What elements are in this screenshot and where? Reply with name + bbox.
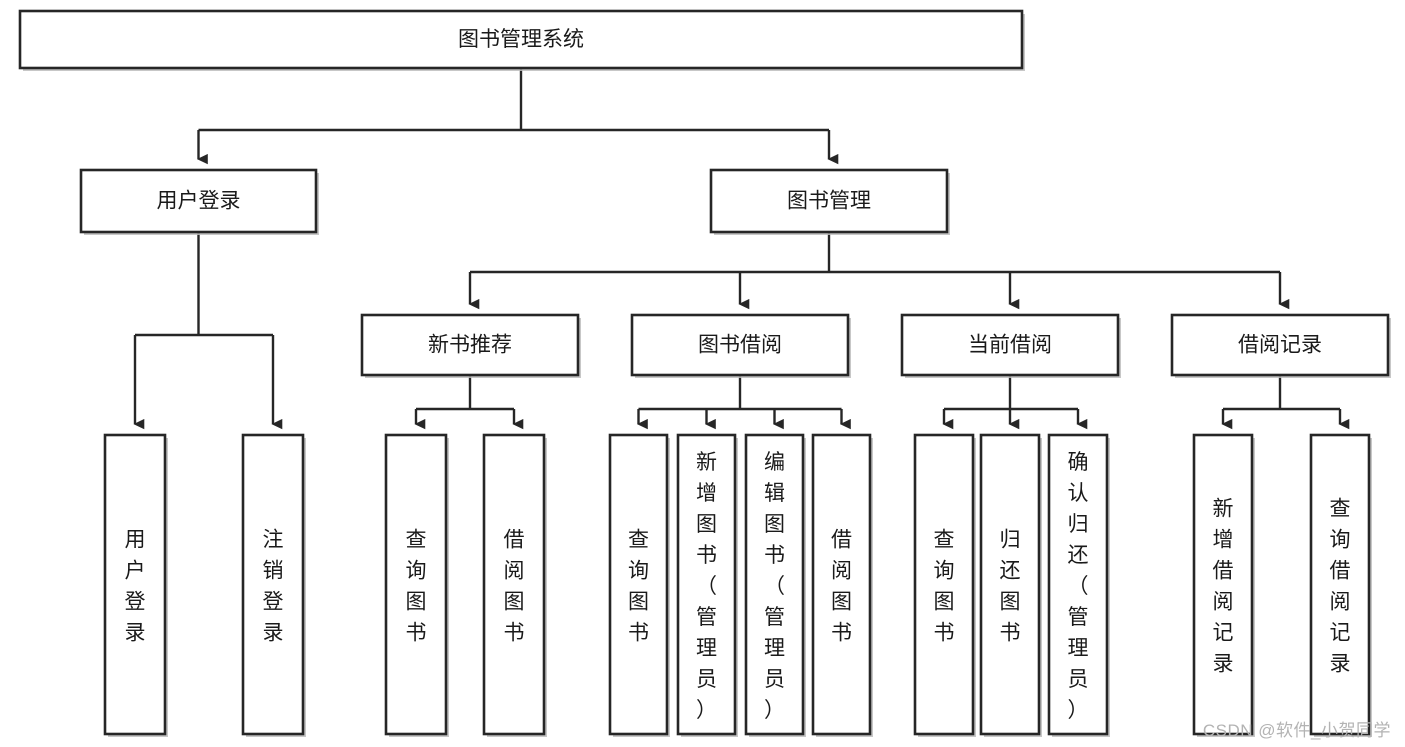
node-label: 图书管理系统 xyxy=(458,28,584,51)
node-leaf-query-book-3[interactable]: 查询图书 xyxy=(913,433,976,737)
node-label: 借阅记录 xyxy=(1238,334,1322,357)
node-boxes: 图书管理系统用户登录图书管理新书推荐图书借阅当前借阅借阅记录用户登录注销登录查询… xyxy=(18,9,1391,737)
node-leaf-query-book-2[interactable]: 查询图书 xyxy=(608,433,670,737)
node-new-book-rec[interactable]: 新书推荐 xyxy=(360,313,581,378)
node-leaf-add-record[interactable]: 新增借阅记录 xyxy=(1192,433,1255,737)
node-label: 新增借阅记录 xyxy=(1213,498,1234,676)
link-book-borrow-children xyxy=(637,375,851,430)
node-label: 注销登录 xyxy=(263,529,284,645)
link-borrow-record-children xyxy=(1221,375,1350,430)
node-label: 编辑图书（管理员） xyxy=(764,451,785,722)
node-book-borrow[interactable]: 图书借阅 xyxy=(630,313,851,378)
node-label: 查询图书 xyxy=(628,529,649,645)
link-root-children xyxy=(197,68,839,165)
node-label: 用户登录 xyxy=(157,190,241,213)
node-label: 借阅图书 xyxy=(831,529,852,645)
node-label: 新增图书（管理员） xyxy=(696,451,717,722)
node-leaf-query-book-1[interactable]: 查询图书 xyxy=(384,433,449,737)
node-label: 图书管理 xyxy=(787,190,871,213)
node-root[interactable]: 图书管理系统 xyxy=(18,9,1025,71)
link-new-book-rec-children xyxy=(414,375,524,430)
node-book-manage[interactable]: 图书管理 xyxy=(709,168,950,235)
connector-lines xyxy=(133,68,1350,430)
node-label: 归还图书 xyxy=(1000,529,1021,645)
node-leaf-edit-book[interactable]: 编辑图书（管理员） xyxy=(744,433,806,737)
csdn-watermark: CSDN @软件_小贺同学 xyxy=(1202,721,1391,740)
node-current-borrow[interactable]: 当前借阅 xyxy=(900,313,1121,378)
node-leaf-user-login[interactable]: 用户登录 xyxy=(103,433,168,737)
node-leaf-borrow-book-2[interactable]: 借阅图书 xyxy=(811,433,873,737)
node-label: 用户登录 xyxy=(125,529,146,645)
node-label: 当前借阅 xyxy=(968,334,1052,357)
node-leaf-confirm-return[interactable]: 确认归还（管理员） xyxy=(1047,433,1110,737)
node-label: 查询借阅记录 xyxy=(1330,498,1351,676)
node-leaf-logout[interactable]: 注销登录 xyxy=(241,433,306,737)
node-label: 借阅图书 xyxy=(504,529,525,645)
link-current-borrow-children xyxy=(942,375,1088,430)
node-leaf-return-book[interactable]: 归还图书 xyxy=(979,433,1042,737)
link-user-login-children xyxy=(133,232,283,430)
node-label: 查询图书 xyxy=(934,529,955,645)
node-label: 新书推荐 xyxy=(428,334,512,357)
node-label: 图书借阅 xyxy=(698,334,782,357)
node-label: 查询图书 xyxy=(406,529,427,645)
node-leaf-add-book[interactable]: 新增图书（管理员） xyxy=(676,433,738,737)
node-borrow-record[interactable]: 借阅记录 xyxy=(1170,313,1391,378)
link-book-manage-children xyxy=(468,232,1290,310)
node-label: 确认归还（管理员） xyxy=(1068,451,1089,722)
node-user-login[interactable]: 用户登录 xyxy=(79,168,319,235)
node-leaf-query-record[interactable]: 查询借阅记录 xyxy=(1309,433,1372,737)
node-leaf-borrow-book-1[interactable]: 借阅图书 xyxy=(482,433,547,737)
